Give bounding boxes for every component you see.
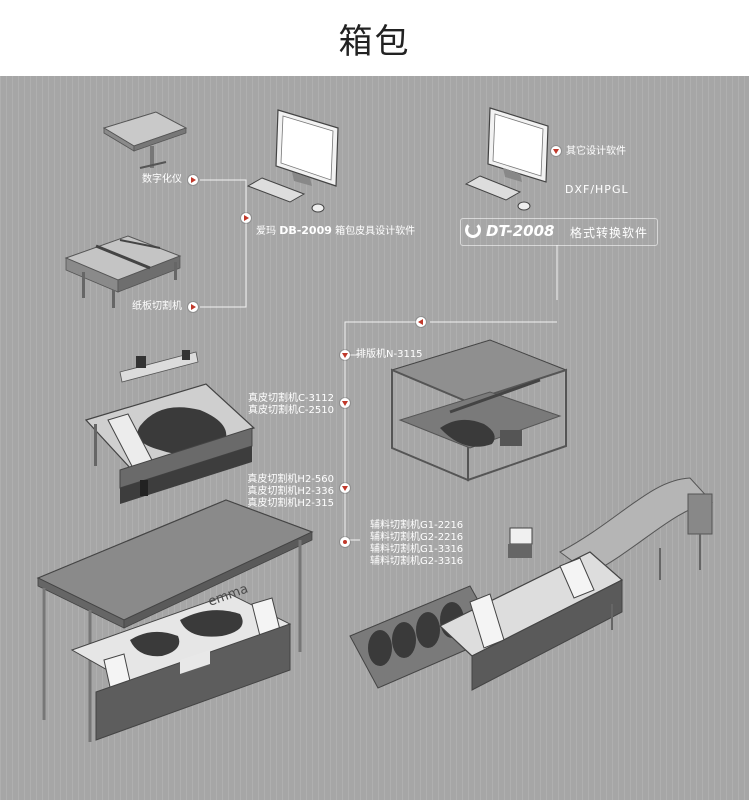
converter-box [460,218,658,246]
auxiliary-label-4: 辅料切割机G2-3316 [370,556,464,567]
machine-connector-line [344,321,420,540]
digitizer-illustration [102,111,188,169]
auxiliary-label-2: 辅料切割机G2-2216 [370,532,464,543]
design-computer-illustration [246,109,339,213]
converter-logo-icon [465,222,481,238]
format-label: DXF/HPGL [565,183,629,196]
page-header: 箱包 [0,0,749,76]
digitizer-label: 数字化仪 [142,174,182,185]
design-software-brand: 爱玛 [256,226,276,237]
leather-h2-label-2: 真皮切割机H2-336 [247,486,334,497]
other-software-label: 其它设计软件 [566,146,626,157]
converter-name: 格式转换软件 [570,226,649,240]
other-software-bullet [551,146,561,156]
converter-model: DT-2008 [486,222,555,240]
leather-cutter-h2-illustration: emma [36,499,314,742]
page-title: 箱包 [338,22,411,62]
design-software-label: 爱玛 DB-2009 箱包皮具设计软件 [256,225,415,238]
leather-c-label-2: 真皮切割机C-2510 [247,405,334,416]
design-software-model: DB-2009 [279,224,332,237]
leather-h2-label-1: 真皮切割机H2-560 [247,474,334,485]
other-computer-illustration [464,107,549,211]
paper-cutter-illustration [64,235,182,308]
nesting-machine-illustration [390,339,568,482]
leather-cutter-c-illustration [84,350,256,504]
leather-c-label-1: 真皮切割机C-3112 [247,393,334,404]
input-connector-line [200,179,247,308]
converter-output-bullet [416,317,426,327]
paper-cutter-label: 纸板切割机 [132,301,182,312]
leather-c-bullet [340,398,350,408]
auxiliary-label-1: 辅料切割机G1-2216 [370,520,464,531]
design-software-name: 箱包皮具设计软件 [335,226,416,237]
auxiliary-label-3: 辅料切割机G1-3316 [370,544,464,555]
leather-h2-label-3: 真皮切割机H2-315 [247,498,334,509]
digitizer-bullet [188,175,198,185]
nesting-machine-label: 排版机N-3115 [356,349,423,360]
auxiliary-cutter-illustration [349,477,713,691]
auxiliary-bullet [340,537,350,547]
design-software-bullet [241,213,251,223]
paper-cutter-bullet [188,302,198,312]
nesting-bullet [340,350,350,360]
converter-connector-line [430,245,558,323]
leather-h2-bullet [340,483,350,493]
